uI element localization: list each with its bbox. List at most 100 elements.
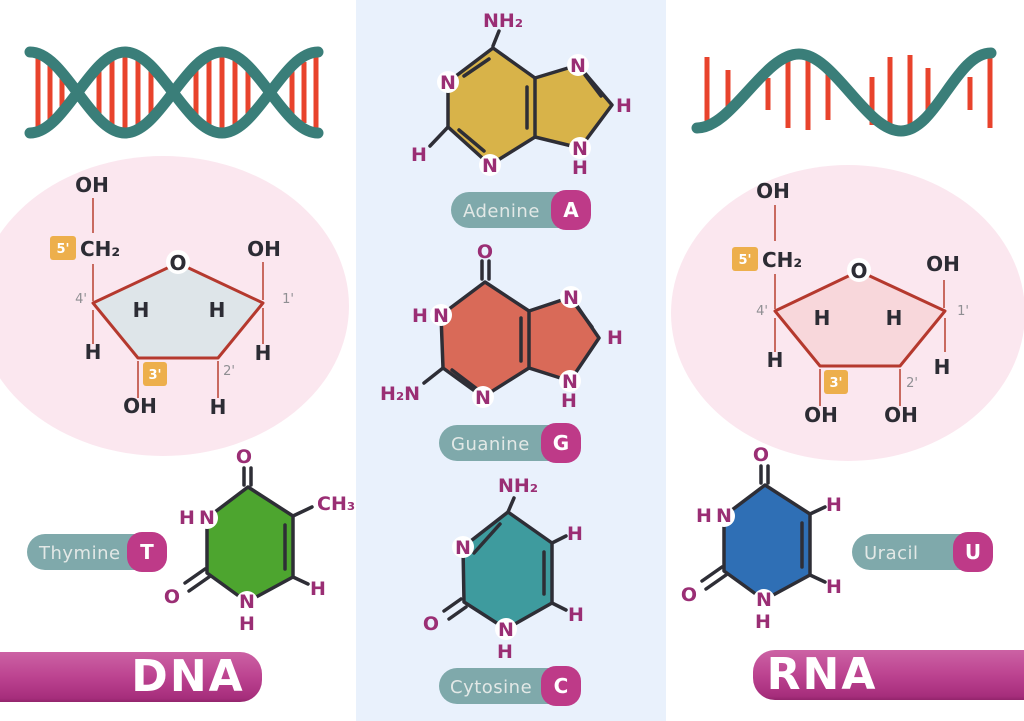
deoxyribose-2prime-label: 2' xyxy=(223,364,235,379)
rna-banner-background xyxy=(753,650,1024,700)
adenine-n9-halo xyxy=(569,137,591,159)
rna-single-helix xyxy=(691,47,997,137)
deoxyribose-oh-c3-label: OH xyxy=(123,394,157,418)
cytosine-letter-label: C xyxy=(554,674,569,698)
adenine-structure: NH₂ N H N N H N H xyxy=(411,10,632,179)
ribose-3prime-label: 3' xyxy=(829,376,842,391)
thymine-double-bonds xyxy=(183,466,287,593)
ribose-h-inner-left: H xyxy=(814,306,831,330)
deoxyribose-oh-c1-label: OH xyxy=(247,237,281,261)
cytosine-structure: NH₂ N O N H H H xyxy=(423,475,584,663)
adenine-double-bonds xyxy=(457,57,603,153)
rna-helix-rungs xyxy=(704,55,993,130)
dna-banner-label: DNA xyxy=(131,651,244,702)
cytosine-h1-label: H xyxy=(497,641,513,663)
adenine-ring xyxy=(446,46,614,167)
guanine-letter-badge xyxy=(541,423,581,463)
guanine-n9-label: N xyxy=(562,371,578,393)
rna-helix-strand xyxy=(691,47,997,137)
thymine-substituent-bonds xyxy=(291,505,314,586)
thymine-letter-badge xyxy=(127,532,167,572)
cytosine-h6-label: H xyxy=(568,604,584,626)
ribose-h-inner-right: H xyxy=(886,306,903,330)
ribose-ch2-label: CH₂ xyxy=(762,248,802,272)
thymine-n3-halo xyxy=(196,507,218,529)
ribose-oh-c1-label: OH xyxy=(926,252,960,276)
guanine-n3-halo xyxy=(472,386,494,408)
adenine-pill-label: Adenine xyxy=(463,201,540,222)
cytosine-nh2-label: NH₂ xyxy=(498,475,538,497)
adenine-n7-halo xyxy=(567,54,589,76)
deoxyribose-h-c1-label: H xyxy=(255,341,272,365)
cytosine-n1-halo xyxy=(495,618,517,640)
uracil-double-bonds xyxy=(700,464,804,591)
rna-banner-label: RNA xyxy=(767,649,878,700)
ribose-5prime-label: 5' xyxy=(738,253,751,268)
guanine-label-pill: Guanine G xyxy=(439,423,581,463)
cytosine-letter-badge xyxy=(541,666,581,706)
deoxyribose-ring xyxy=(91,261,265,360)
adenine-h2-label: H xyxy=(411,144,427,166)
deoxyribose-ring-o-label: O xyxy=(169,251,186,275)
thymine-letter-label: T xyxy=(140,540,154,564)
uracil-n1-halo xyxy=(753,589,775,611)
adenine-h9-label: H xyxy=(572,157,588,179)
deoxyribose-oh-top-label: OH xyxy=(75,173,109,197)
guanine-n1-label: N xyxy=(433,305,449,327)
cytosine-h5-label: H xyxy=(567,523,583,545)
guanine-letter-label: G xyxy=(553,431,569,455)
uracil-n1-label: N xyxy=(756,589,772,611)
uracil-pill-label: Uracil xyxy=(864,543,919,564)
ribose-diagram: OH 5' CH₂ O OH 4' 1' H H H H 3' 2' OH OH xyxy=(732,179,969,427)
deoxyribose-3prime-label: 3' xyxy=(148,368,161,383)
guanine-double-bonds xyxy=(450,259,594,391)
uracil-o2-label: O xyxy=(681,584,697,606)
thymine-label-pill: Thymine T xyxy=(27,532,167,572)
guanine-n3-label: N xyxy=(475,387,491,409)
guanine-n9-halo xyxy=(559,370,581,392)
thymine-n1-halo xyxy=(236,591,258,613)
thymine-pill-label: Thymine xyxy=(38,543,121,564)
ribose-ring xyxy=(773,269,947,368)
adenine-letter-label: A xyxy=(563,198,579,222)
deoxyribose-h-inner-right: H xyxy=(209,298,226,322)
thymine-ring xyxy=(205,485,295,604)
uracil-n3-label: N xyxy=(716,505,732,527)
deoxyribose-h-inner-left: H xyxy=(133,298,150,322)
ribose-h-c4-label: H xyxy=(767,348,784,372)
adenine-n1-halo xyxy=(437,71,459,93)
cytosine-n1-label: N xyxy=(498,619,514,641)
dna-double-helix xyxy=(24,46,324,139)
thymine-structure: O CH₃ H N O N H H xyxy=(164,446,355,635)
uracil-h5-label: H xyxy=(826,494,842,516)
deoxyribose-3prime-badge xyxy=(143,362,167,386)
ribose-ring-o-label: O xyxy=(850,259,867,283)
deoxyribose-ring-o-halo xyxy=(166,250,190,274)
adenine-n3-label: N xyxy=(482,155,498,177)
thymine-h1-label: H xyxy=(239,613,255,635)
cytosine-n3-label: N xyxy=(455,537,471,559)
adenine-label-pill: Adenine A xyxy=(451,190,591,230)
deoxyribose-h-c4-label: H xyxy=(85,340,102,364)
ribose-4prime-label: 4' xyxy=(756,304,768,319)
cytosine-n3-halo xyxy=(452,536,474,558)
thymine-o2-label: O xyxy=(164,586,180,608)
guanine-structure: O H N H₂N N N H N H xyxy=(380,241,623,412)
ribose-oh-top-label: OH xyxy=(756,179,790,203)
thymine-h6-label: H xyxy=(310,578,326,600)
guanine-o6-label: O xyxy=(477,241,493,263)
ribose-1prime-label: 1' xyxy=(957,304,969,319)
ribose-oh-c3-label: OH xyxy=(804,403,838,427)
guanine-n1-halo xyxy=(430,304,452,326)
deoxyribose-h-c2-label: H xyxy=(210,395,227,419)
guanine-substituent-bonds xyxy=(422,366,445,385)
rna-banner: RNA xyxy=(753,649,1024,700)
guanine-h2n-label: H₂N xyxy=(380,383,420,405)
dna-banner: DNA xyxy=(0,651,262,702)
adenine-h8-label: H xyxy=(616,95,632,117)
guanine-h8-label: H xyxy=(607,327,623,349)
deoxyribose-4prime-label: 4' xyxy=(75,292,87,307)
deoxyribose-ch2-label: CH₂ xyxy=(80,237,120,261)
cytosine-substituent-bonds xyxy=(506,496,568,612)
